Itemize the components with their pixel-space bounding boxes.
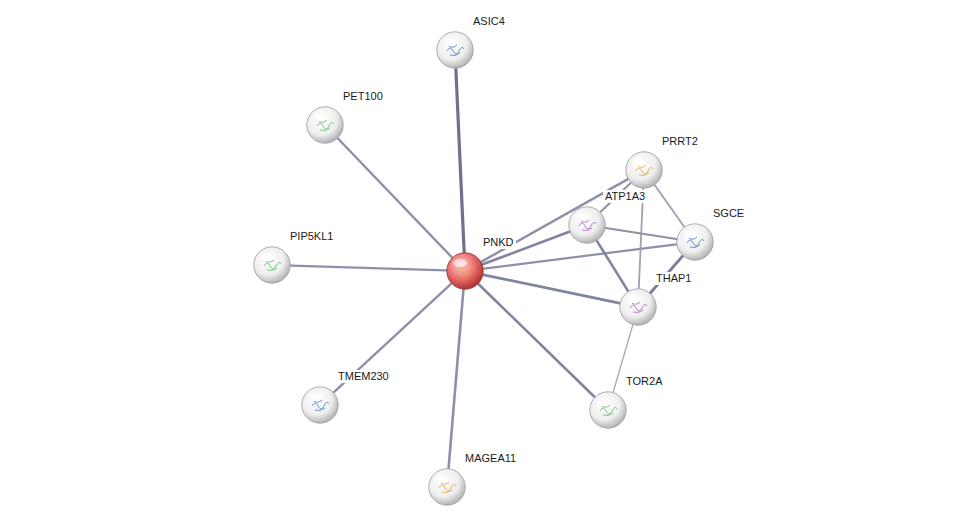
protein-sphere — [589, 391, 627, 429]
interaction-edge — [479, 284, 595, 397]
protein-node: PIP5KL1 — [253, 246, 291, 284]
node-label: PET100 — [341, 90, 385, 103]
interaction-edge — [338, 139, 452, 258]
protein-node: SGCE — [676, 223, 714, 261]
protein-sphere — [676, 223, 714, 261]
node-label: PNKD — [481, 236, 516, 249]
protein-sphere — [619, 288, 657, 326]
protein-sphere — [568, 206, 606, 244]
interaction-edge — [606, 228, 676, 239]
node-label: TOR2A — [624, 375, 664, 388]
protein-node: TMEM230 — [301, 386, 339, 424]
protein-node: MAGEA11 — [428, 468, 466, 506]
protein-sphere — [625, 151, 663, 189]
node-label: ASIC4 — [471, 15, 507, 28]
node-label: TMEM230 — [336, 370, 391, 383]
protein-sphere — [428, 468, 466, 506]
protein-node: PRRT2 — [625, 151, 663, 189]
protein-node: THAP1 — [619, 288, 657, 326]
interaction-edge — [484, 275, 620, 303]
protein-node: TOR2A — [589, 391, 627, 429]
interaction-edge — [291, 266, 446, 271]
interaction-edge — [655, 186, 684, 227]
node-label: MAGEA11 — [463, 452, 518, 465]
node-label: PRRT2 — [660, 135, 700, 148]
protein-node: ASIC4 — [436, 31, 474, 69]
protein-node: PNKD — [446, 252, 484, 290]
interaction-edge — [334, 284, 451, 392]
node-label: THAP1 — [654, 272, 693, 285]
protein-sphere — [436, 31, 474, 69]
interaction-edge — [456, 69, 464, 252]
protein-sphere — [301, 386, 339, 424]
interaction-edge — [597, 241, 628, 291]
node-label: PIP5KL1 — [288, 230, 335, 243]
protein-node: ATP1A3 — [568, 206, 606, 244]
protein-sphere — [253, 246, 291, 284]
protein-node: PET100 — [306, 106, 344, 144]
interaction-edge — [449, 290, 464, 468]
interaction-edge — [639, 189, 643, 288]
protein-sphere — [306, 106, 344, 144]
node-label: SGCE — [711, 207, 746, 220]
node-label: ATP1A3 — [603, 190, 647, 203]
protein-sphere — [446, 252, 484, 290]
